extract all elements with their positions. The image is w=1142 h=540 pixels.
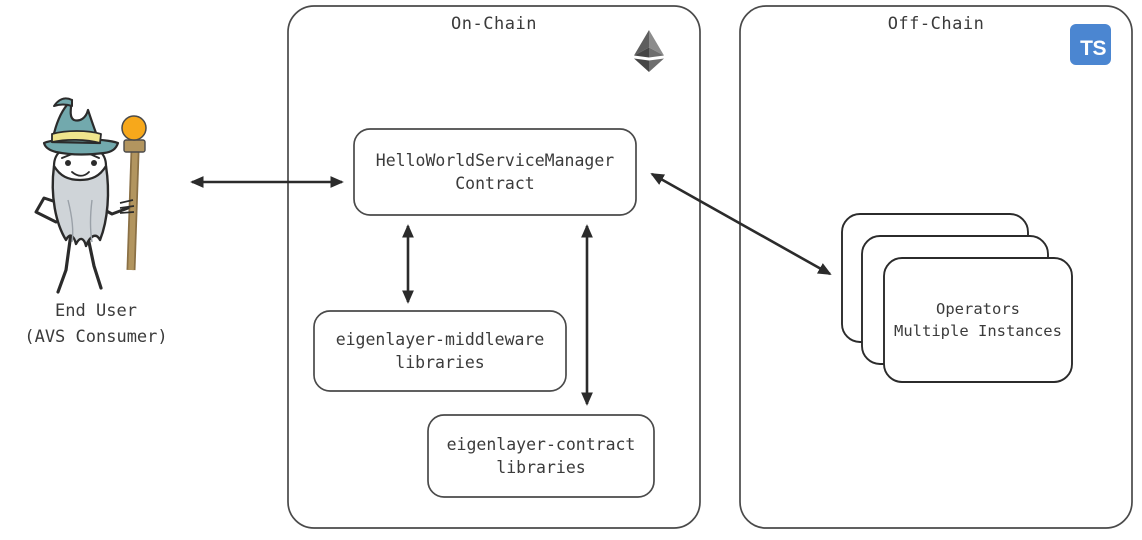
node-contract-libraries <box>427 414 655 498</box>
edge-service-manager-to-operators <box>650 172 832 276</box>
node-middleware-libraries <box>313 310 567 392</box>
node-operators <box>883 257 1073 383</box>
panel-title-off-chain: Off-Chain <box>887 14 985 34</box>
actor-label-end-user: End User (AVS Consumer) <box>24 301 168 347</box>
node-service-manager <box>353 128 637 216</box>
ethereum-icon <box>634 30 664 72</box>
wizard-avatar <box>34 97 147 294</box>
typescript-icon: TS <box>1070 24 1111 65</box>
panel-title-on-chain: On-Chain <box>451 14 537 34</box>
